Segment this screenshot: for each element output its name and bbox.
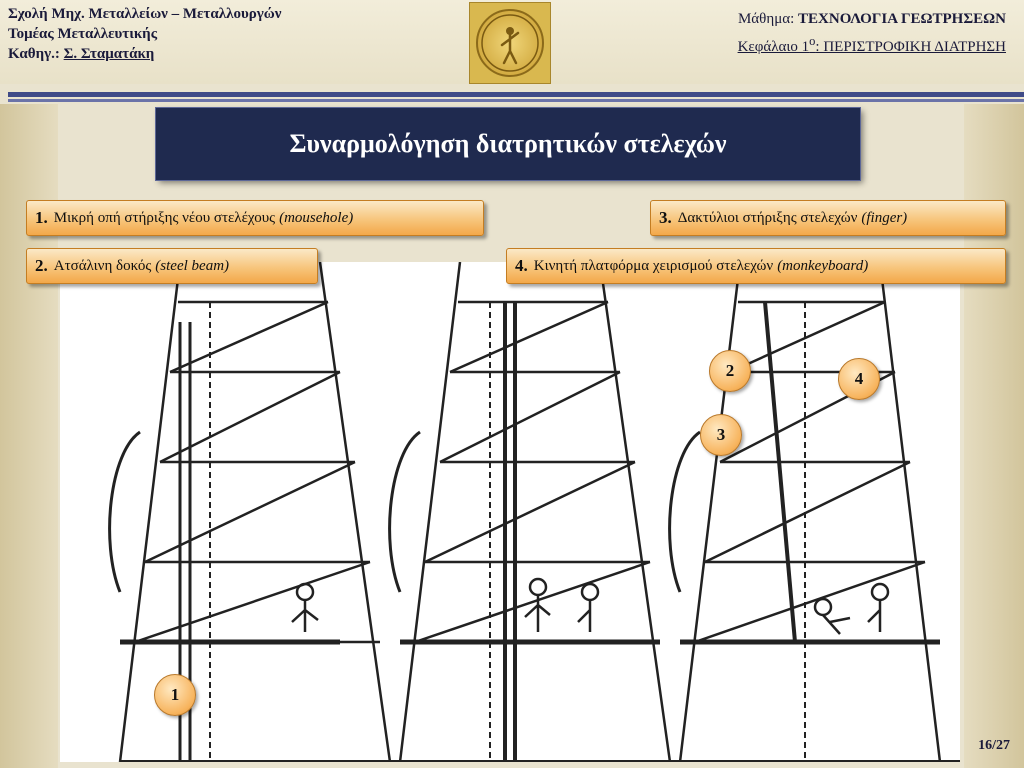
header-rule	[8, 92, 1024, 97]
callout-badge-4: 4	[838, 358, 880, 400]
professor-prefix: Καθηγ.:	[8, 46, 60, 62]
label-text: Κινητή πλατφόρμα χειρισμού στελεχών	[533, 257, 774, 274]
callout-badge-2: 2	[709, 350, 751, 392]
rig-drawing	[108, 262, 960, 762]
professor-name: Σ. Σταματάκη	[63, 46, 155, 62]
university-logo	[469, 2, 551, 84]
chapter-name: : ΠΕΡΙΣΤΡΟΦΙΚΗ ΔΙΑΤΡΗΣΗ	[815, 39, 1006, 55]
chapter-prefix: Κεφάλαιο 1	[737, 39, 810, 55]
label-text: Δακτύλιοι στήριξης στελεχών	[677, 209, 858, 226]
label-english: (steel beam)	[155, 257, 230, 274]
label-text: Μικρή οπή στήριξης νέου στελέχους	[53, 209, 276, 226]
page-number: 16/27	[978, 738, 1010, 753]
label-number: 4.	[515, 256, 528, 275]
chapter-line: Κεφάλαιο 1ο: ΠΕΡΙΣΤΡΟΦΙΚΗ ΔΙΑΤΡΗΣΗ	[738, 30, 1006, 58]
emblem-icon	[476, 9, 544, 77]
drilling-rig-illustration	[60, 262, 960, 762]
course-line: Μάθημα: ΤΕΧΝΟΛΟΓΙΑ ΓΕΩΤΡΗΣΕΩΝ	[738, 8, 1006, 30]
label-english: (monkeyboard)	[777, 257, 869, 274]
callout-badge-3: 3	[700, 414, 742, 456]
label-steel-beam: 2. Ατσάλινη δοκός (steel beam)	[26, 248, 318, 284]
callout-badge-1: 1	[154, 674, 196, 716]
department-name: Τομέας Μεταλλευτικής	[8, 26, 158, 42]
label-number: 2.	[35, 256, 48, 275]
label-mousehole: 1. Μικρή οπή στήριξης νέου στελέχους (mo…	[26, 200, 484, 236]
label-english: (finger)	[861, 209, 908, 226]
institution-block: Σχολή Μηχ. Μεταλλείων – Μεταλλουργών Τομ…	[8, 4, 281, 64]
course-name: ΤΕΧΝΟΛΟΓΙΑ ΓΕΩΤΡΗΣΕΩΝ	[798, 11, 1006, 27]
slide-title: Συναρμολόγηση διατρητικών στελεχών	[156, 108, 860, 180]
label-number: 3.	[659, 208, 672, 227]
course-block: Μάθημα: ΤΕΧΝΟΛΟΓΙΑ ΓΕΩΤΡΗΣΕΩΝ Κεφάλαιο 1…	[738, 8, 1006, 58]
school-name: Σχολή Μηχ. Μεταλλείων – Μεταλλουργών	[8, 6, 282, 22]
label-number: 1.	[35, 208, 48, 227]
label-text: Ατσάλινη δοκός	[53, 257, 152, 274]
label-monkeyboard: 4. Κινητή πλατφόρμα χειρισμού στελεχών (…	[506, 248, 1006, 284]
label-finger: 3. Δακτύλιοι στήριξης στελεχών (finger)	[650, 200, 1006, 236]
course-prefix: Μάθημα:	[737, 11, 795, 27]
professor-line: Καθηγ.: Σ. Σταματάκη	[8, 44, 281, 64]
label-english: (mousehole)	[279, 209, 354, 226]
slide-header: Σχολή Μηχ. Μεταλλείων – Μεταλλουργών Τομ…	[0, 0, 1024, 84]
chapter-sup: ο	[809, 34, 816, 48]
header-rule-thin	[8, 99, 1024, 102]
